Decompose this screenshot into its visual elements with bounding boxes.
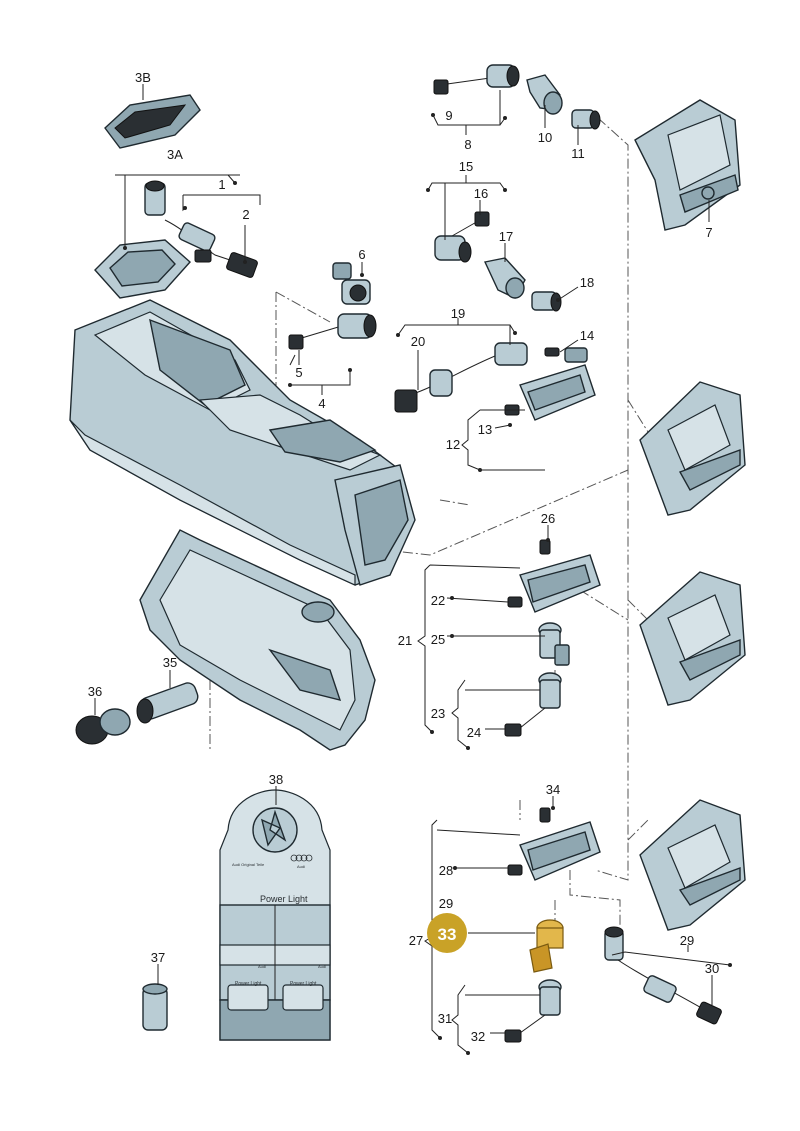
package-product-small-right: Power Light xyxy=(290,981,317,987)
part-label-6: 6 xyxy=(358,247,365,262)
center-console xyxy=(69,299,416,586)
part-label-29a: 29 xyxy=(439,896,453,911)
part-label-4: 4 xyxy=(318,396,325,411)
package-text: Audi Original Teile Audi Power Light Aud… xyxy=(232,854,326,987)
part-label-7: 7 xyxy=(705,225,712,240)
part-label-25: 25 xyxy=(431,632,445,647)
package-brand: Audi xyxy=(297,864,305,869)
part-label-37: 37 xyxy=(151,950,165,965)
part-label-11: 11 xyxy=(571,146,585,161)
part-label-27: 27 xyxy=(409,933,423,948)
part-label-36: 36 xyxy=(88,684,102,699)
highlight-label[interactable]: 33 xyxy=(438,925,457,944)
part-label-31: 31 xyxy=(438,1011,452,1026)
side-panels xyxy=(639,381,746,931)
part-label-8: 8 xyxy=(464,137,471,152)
cable-set-1-2 xyxy=(164,219,258,278)
part-label-3A: 3A xyxy=(167,147,183,162)
dot-markers xyxy=(123,113,732,1055)
part-label-12: 12 xyxy=(446,437,460,452)
part-label-15: 15 xyxy=(459,159,473,174)
package-brand-box-left: Audi xyxy=(258,964,266,969)
sockets-15-18 xyxy=(434,211,562,312)
part-label-17: 17 xyxy=(499,229,513,244)
highlight-part-33[interactable]: 33 xyxy=(427,913,467,953)
part-7-panel xyxy=(634,99,741,231)
part-label-19: 19 xyxy=(451,306,465,321)
parts-35-36 xyxy=(75,682,199,745)
part-label-1: 1 xyxy=(218,177,225,192)
sockets-8-11 xyxy=(433,64,601,130)
part-label-13: 13 xyxy=(478,422,492,437)
parts-12-20 xyxy=(394,342,596,421)
highlight-badge[interactable] xyxy=(427,913,467,953)
package-38 xyxy=(219,789,331,1041)
parts-27-34 xyxy=(504,807,722,1043)
part-label-20: 20 xyxy=(411,334,425,349)
part-37 xyxy=(142,983,168,1031)
part-label-21: 21 xyxy=(398,633,412,648)
part-label-29b: 29 xyxy=(680,933,694,948)
part-label-30: 30 xyxy=(705,961,719,976)
parts-4-6 xyxy=(288,262,377,350)
part-label-22: 22 xyxy=(431,593,445,608)
part-label-10: 10 xyxy=(538,130,552,145)
part-3b-cover xyxy=(104,94,201,149)
part-label-35: 35 xyxy=(163,655,177,670)
part-label-34: 34 xyxy=(546,782,560,797)
package-brand-small: Audi Original Teile xyxy=(232,862,265,867)
side-trim-panel xyxy=(139,529,376,751)
part-label-23: 23 xyxy=(431,706,445,721)
package-brand-box-right: Audi xyxy=(318,964,326,969)
part-3a-tray xyxy=(94,180,191,299)
part-label-18: 18 xyxy=(580,275,594,290)
parts-21-26 xyxy=(504,539,601,737)
part-label-9: 9 xyxy=(445,108,452,123)
part-label-5: 5 xyxy=(295,365,302,380)
part-label-28: 28 xyxy=(439,863,453,878)
part-label-24: 24 xyxy=(467,725,481,740)
part-label-2: 2 xyxy=(242,207,249,222)
part-label-26: 26 xyxy=(541,511,555,526)
part-label-38: 38 xyxy=(269,772,283,787)
part-label-32: 32 xyxy=(471,1029,485,1044)
package-product: Power Light xyxy=(260,894,308,904)
package-product-small-left: Power Light xyxy=(235,981,262,987)
part-label-16: 16 xyxy=(474,186,488,201)
audi-rings-logo xyxy=(290,854,313,862)
part-label-3B: 3B xyxy=(135,70,151,85)
part-label-14: 14 xyxy=(580,328,594,343)
